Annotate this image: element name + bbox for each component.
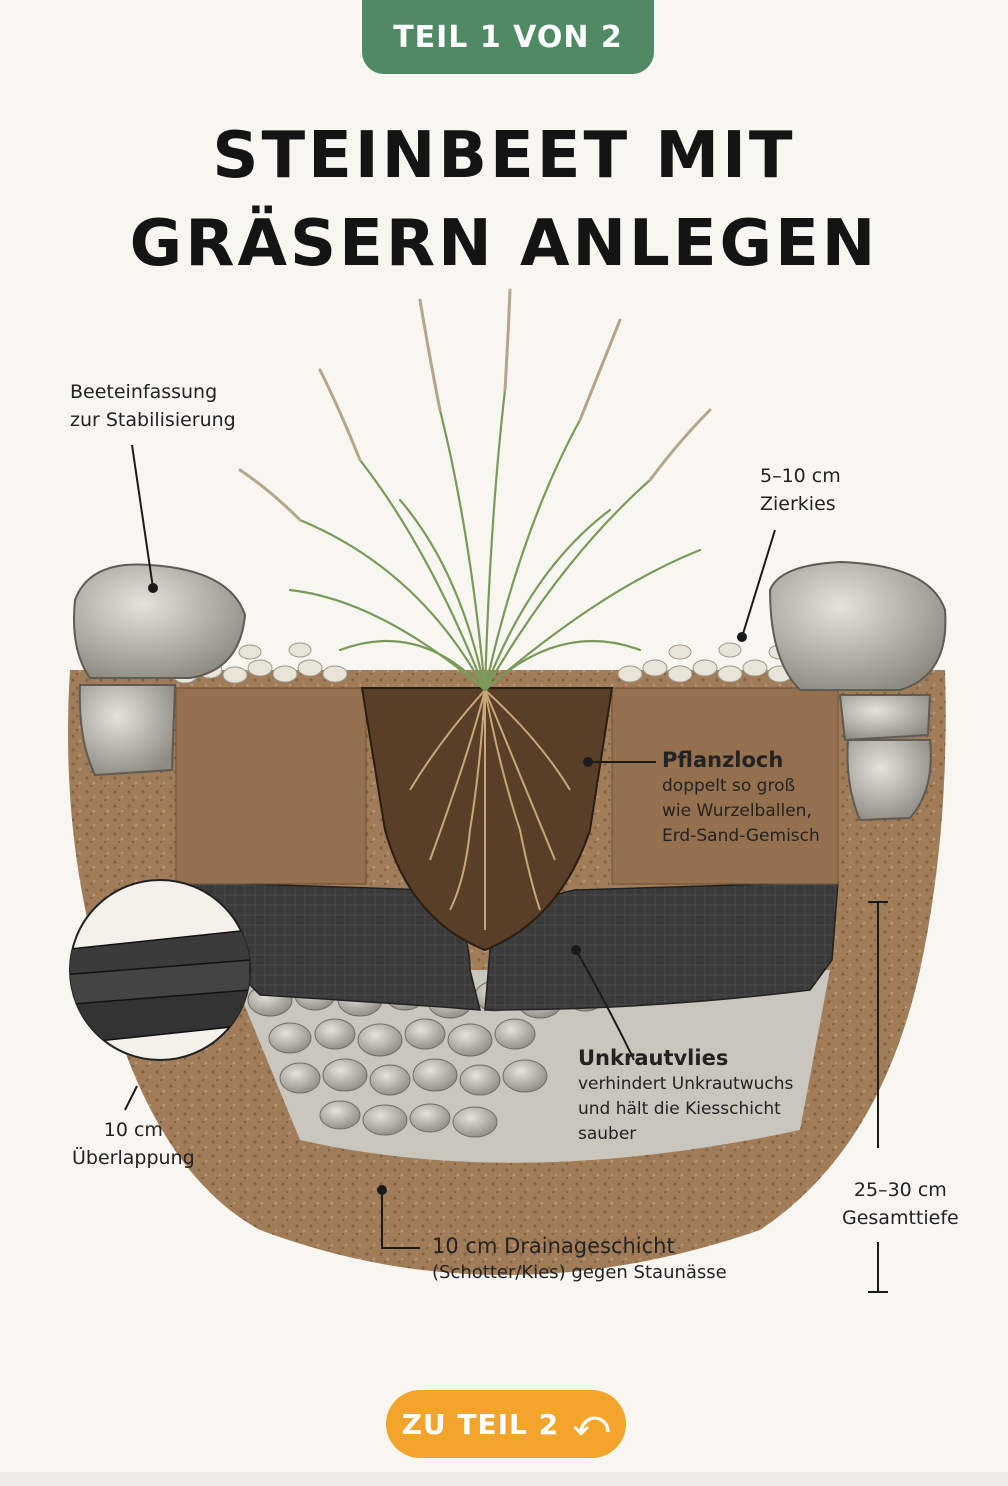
label-edging-line-1: Beeteinfassung: [70, 381, 218, 403]
plant-hole: [360, 687, 614, 952]
soil-block-right: [611, 687, 839, 885]
soil-block-left: [175, 687, 367, 885]
label-gravel-line-1: 5–10 cm: [760, 465, 841, 487]
next-part-label: ZU TEIL 2: [401, 1407, 560, 1441]
overlap-detail-fleece: [70, 929, 250, 1046]
title-line-2: GRÄSERN ANLEGEN: [129, 207, 879, 281]
label-gravel-line-2: Zierkies: [760, 493, 836, 515]
page-title: STEINBEET MIT GRÄSERN ANLEGEN: [0, 112, 1008, 288]
ornamental-grass: [238, 288, 712, 692]
arrow-down-right-icon: ⤺: [573, 1404, 611, 1444]
label-plant-hole: Pflanzloch doppelt so groß wie Wurzelbal…: [662, 746, 820, 849]
label-overlap-line-1: 10 cm: [103, 1119, 163, 1141]
label-depth: 25–30 cm Gesamttiefe: [842, 1176, 959, 1232]
label-plant-hole-heading: Pflanzloch: [662, 748, 784, 772]
label-drainage: 10 cm Drainageschicht (Schotter/Kies) ge…: [432, 1232, 727, 1285]
title-line-1: STEINBEET MIT: [212, 119, 796, 193]
edging-stones-left: [73, 563, 247, 777]
bottom-strip: [0, 1472, 1008, 1486]
leader-dots: [148, 583, 747, 1195]
next-part-button[interactable]: ZU TEIL 2 ⤺: [386, 1390, 626, 1458]
label-depth-line-2: Gesamttiefe: [842, 1207, 959, 1229]
root-ball: [409, 689, 571, 930]
label-fleece-heading: Unkrautvlies: [578, 1046, 729, 1070]
label-overlap-line-2: Überlappung: [72, 1147, 195, 1169]
leader-lines: [124, 444, 888, 1293]
label-overlap: 10 cm Überlappung: [72, 1116, 195, 1172]
label-drainage-line-1: (Schotter/Kies) gegen Staunässe: [432, 1262, 727, 1283]
label-plant-hole-line-2: wie Wurzelballen,: [662, 801, 812, 821]
label-drainage-heading: 10 cm Drainageschicht: [432, 1234, 675, 1258]
edging-stones-right: [768, 560, 947, 822]
label-fleece-line-3: sauber: [578, 1124, 637, 1144]
label-edging: Beeteinfassung zur Stabilisierung: [70, 378, 236, 434]
part-badge: TEIL 1 VON 2: [362, 0, 654, 74]
label-depth-line-1: 25–30 cm: [853, 1179, 947, 1201]
label-fleece: Unkrautvlies verhindert Unkrautwuchs und…: [578, 1044, 793, 1147]
label-fleece-line-2: und hält die Kiesschicht: [578, 1099, 781, 1119]
label-edging-line-2: zur Stabilisierung: [70, 409, 236, 431]
label-plant-hole-line-3: Erd-Sand-Gemisch: [662, 826, 820, 846]
garden-bed-cross-section: [68, 288, 947, 1293]
label-fleece-line-1: verhindert Unkrautwuchs: [578, 1074, 794, 1094]
label-gravel: 5–10 cm Zierkies: [760, 462, 841, 518]
label-plant-hole-line-1: doppelt so groß: [662, 776, 796, 796]
